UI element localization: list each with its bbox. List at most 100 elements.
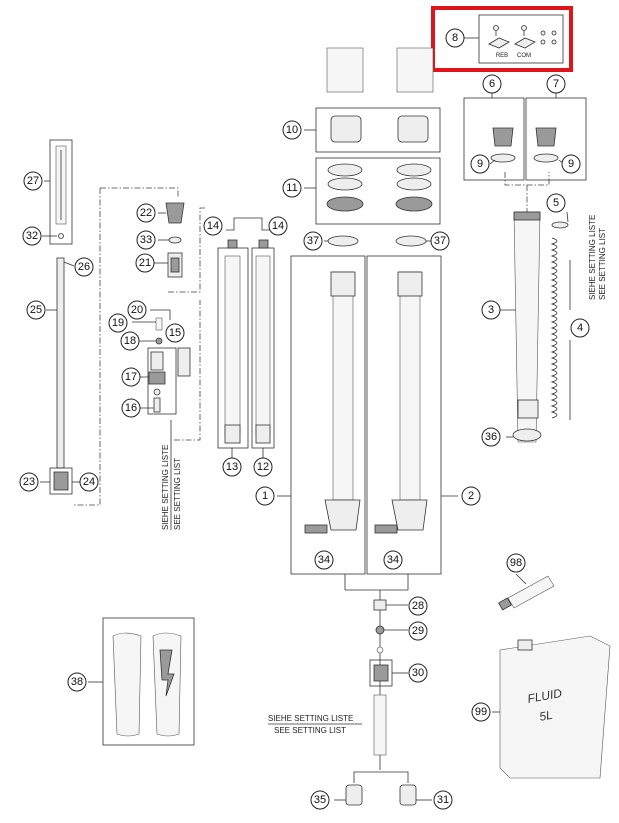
callout-label-30: 30: [412, 667, 424, 679]
part-27-frame: [49, 139, 73, 245]
callout-label-19: 19: [112, 317, 124, 329]
callout-bubble-17: [121, 367, 141, 387]
outer-tube-right: [399, 271, 421, 501]
siehe-note: SIEHE SETTING LISTE: [268, 714, 353, 723]
siehe-note-vertical: SIEHE SETTING LISTE: [161, 445, 170, 530]
callout-bubble-21: [135, 253, 155, 273]
callout-label-7: 7: [553, 78, 559, 90]
callout-label-13: 13: [226, 461, 238, 473]
part-38-frame: [102, 617, 195, 746]
callout-bubble-37a: [303, 231, 323, 251]
callout-label-16: 16: [125, 402, 137, 414]
callout-bubble-98: [506, 553, 526, 573]
callout-bubble-23: [19, 472, 39, 492]
part-6-frame: [463, 97, 525, 181]
callout-bubble-27: [23, 171, 43, 191]
siehe-note-right: SIEHE SETTING LISTE: [588, 215, 597, 300]
callout-bubble-14b: [268, 216, 288, 236]
callout-bubble-10: [282, 120, 302, 140]
callout-bubble-33: [136, 230, 156, 250]
callout-label-35: 35: [314, 794, 326, 806]
callout-bubble-11: [282, 178, 302, 198]
piston-rod: [56, 257, 65, 469]
callout-label-8: 8: [452, 32, 458, 44]
callout-label-38: 38: [71, 676, 83, 688]
callout-bubble-8: [445, 28, 465, 48]
callout-bubble-99: [471, 702, 491, 722]
callout-bubble-24: [79, 472, 99, 492]
callout-bubble-9a: [470, 154, 490, 174]
callout-bubble-16: [121, 398, 141, 418]
callout-label-21: 21: [139, 257, 151, 269]
callout-bubble-5: [546, 193, 566, 213]
callout-bubble-37b: [430, 231, 450, 251]
callout-label-31: 31: [437, 794, 449, 806]
callout-bubble-4: [570, 318, 590, 338]
callout-bubble-31: [433, 790, 453, 810]
part-1-frame: [290, 255, 366, 575]
callout-label-14a: 14: [207, 220, 219, 232]
fork-guard-left: [112, 632, 142, 737]
see-note-vertical: SEE SETTING LIST: [173, 458, 182, 530]
callout-label-98: 98: [510, 557, 522, 569]
callout-bubble-34b: [383, 550, 403, 570]
callout-label-25: 25: [30, 304, 42, 316]
part-8-frame: [478, 14, 564, 64]
part-11-frame: [315, 157, 441, 225]
see-note: SEE SETTING LIST: [274, 726, 346, 735]
callout-label-10: 10: [286, 124, 298, 136]
fluid-label: FLUID: [526, 686, 563, 706]
callout-bubble-12: [253, 457, 273, 477]
callout-bubble-28: [408, 596, 428, 616]
callout-label-1: 1: [262, 490, 268, 502]
callout-bubble-1: [255, 486, 275, 506]
callout-label-17: 17: [125, 371, 137, 383]
callout-label-28: 28: [412, 600, 424, 612]
reb-label: REB: [496, 53, 508, 59]
callout-label-4: 4: [577, 322, 583, 334]
callout-bubble-6: [482, 74, 502, 94]
callout-label-29: 29: [412, 625, 424, 637]
callout-bubble-29: [408, 621, 428, 641]
callout-bubble-3: [481, 300, 501, 320]
fluid-size-label: 5L: [538, 708, 554, 724]
callout-bubble-7: [546, 74, 566, 94]
callout-bubble-36: [481, 427, 501, 447]
callout-bubble-38: [67, 672, 87, 692]
callout-label-2: 2: [468, 490, 474, 502]
fork-spring: [550, 237, 558, 419]
callout-label-37b: 37: [434, 235, 446, 247]
callout-label-22: 22: [140, 207, 152, 219]
grease-tube: [507, 575, 555, 609]
callout-label-3: 3: [488, 304, 494, 316]
part-8-adjusters: [488, 25, 557, 49]
callout-label-18: 18: [124, 335, 136, 347]
callout-label-34a: 34: [318, 554, 330, 566]
callout-label-36: 36: [485, 431, 497, 443]
callout-label-99: 99: [475, 706, 487, 718]
callout-bubble-15: [165, 323, 185, 343]
callout-label-6: 6: [489, 78, 495, 90]
callout-label-9a: 9: [477, 158, 483, 170]
fork-guard-right: [152, 632, 182, 737]
callout-bubble-35: [310, 790, 330, 810]
callout-bubble-34a: [314, 550, 334, 570]
highlight-box-part-8: [431, 6, 573, 72]
callout-bubble-30: [408, 663, 428, 683]
callout-label-34b: 34: [387, 554, 399, 566]
callout-label-9b: 9: [568, 158, 574, 170]
callout-bubble-18: [120, 331, 140, 351]
part-22-cap: [165, 202, 185, 224]
callout-bubble-32: [22, 226, 42, 246]
fluid-can: [499, 635, 611, 779]
callout-bubble-22: [136, 203, 156, 223]
callout-label-23: 23: [23, 476, 35, 488]
callout-label-27: 27: [27, 175, 39, 187]
see-note-right: SEE SETTING LIST: [598, 228, 607, 300]
callout-bubble-20: [127, 300, 147, 320]
callout-bubble-9b: [561, 154, 581, 174]
callout-bubble-13: [222, 457, 242, 477]
part-2-frame: [366, 255, 442, 575]
